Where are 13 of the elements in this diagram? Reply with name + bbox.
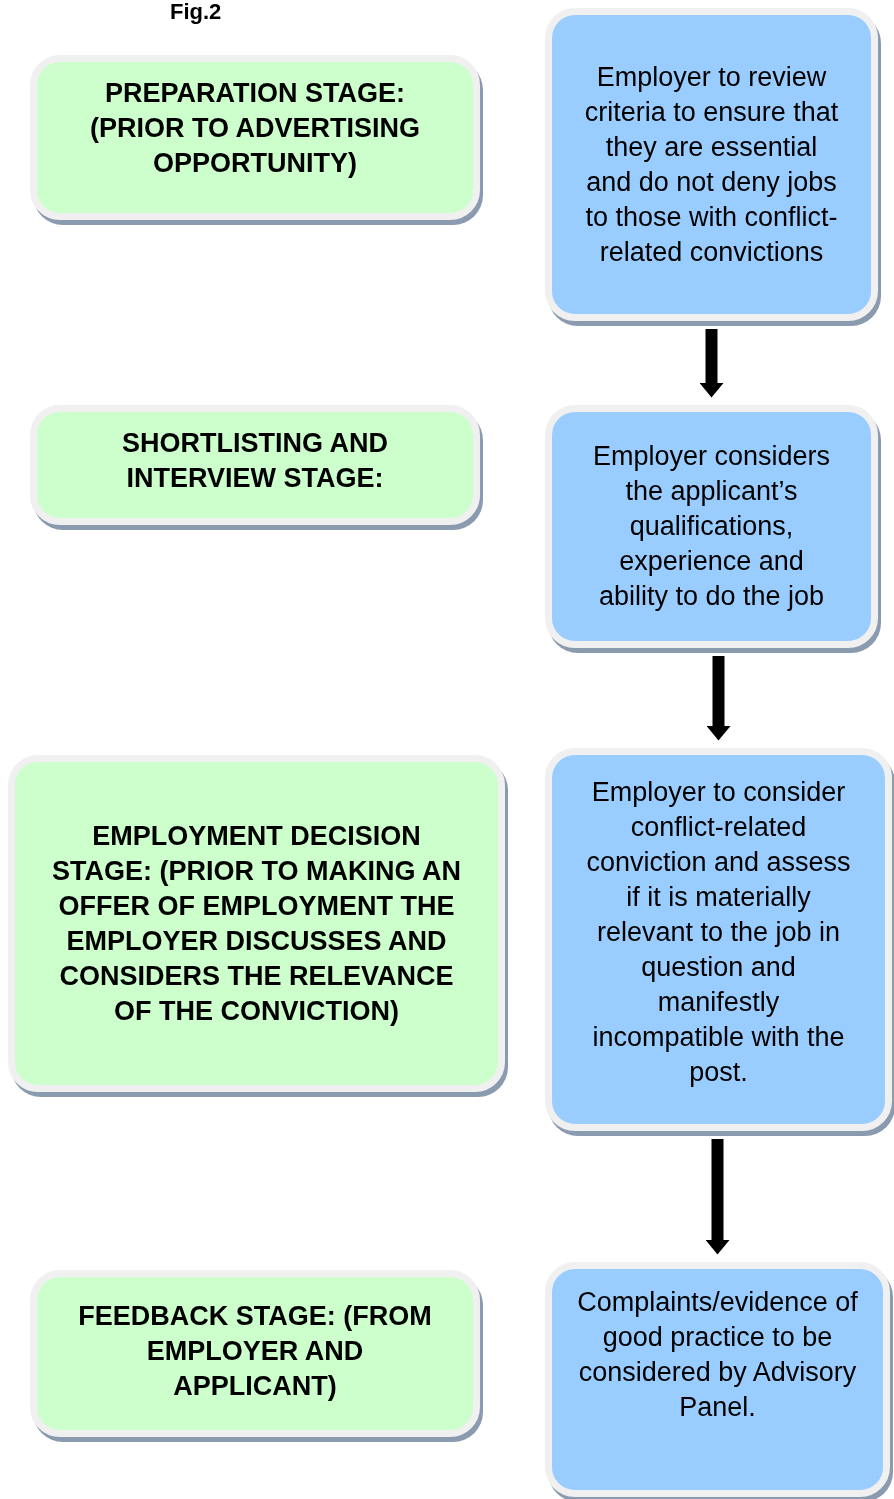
stage-label: EMPLOYMENT DECISION STAGE: (PRIOR TO MAKING AN OFFER OF EMPLOYMENT THE EMPLOYER DISCUSSES AND CONSIDERS THE RELEVANCE OF THE CONVICTION) [51, 819, 462, 1028]
stage-label: SHORTLISTING AND INTERVIEW STAGE: [121, 427, 389, 495]
stage-label: PREPARATION STAGE: (PRIOR TO ADVERTISING OPPORTUNITY) [89, 77, 421, 180]
arrow [699, 329, 724, 398]
step-text: Employer to review criteria to ensure that they are essential and do not deny jobs to those with conflict-related convictions [583, 60, 840, 269]
stage-label: FEEDBACK STAGE: (FROM EMPLOYER AND APPLICANT) [77, 1300, 433, 1403]
arrow [705, 1139, 730, 1255]
arrow [706, 656, 731, 741]
step-text: Employer to consider conflict-related conviction and assess if it is materially relevant to the job in question and manifestly incompatible with the post. [585, 776, 852, 1089]
process-box [545, 1262, 890, 1497]
step-text: Employer considers the applicant’s qualifications, experience and ability to do the job [591, 440, 832, 613]
figure-title: Fig.2 [170, 0, 222, 24]
step-text: Complaints/evidence of good practice to be considered by Advisory Panel. [576, 1286, 859, 1424]
